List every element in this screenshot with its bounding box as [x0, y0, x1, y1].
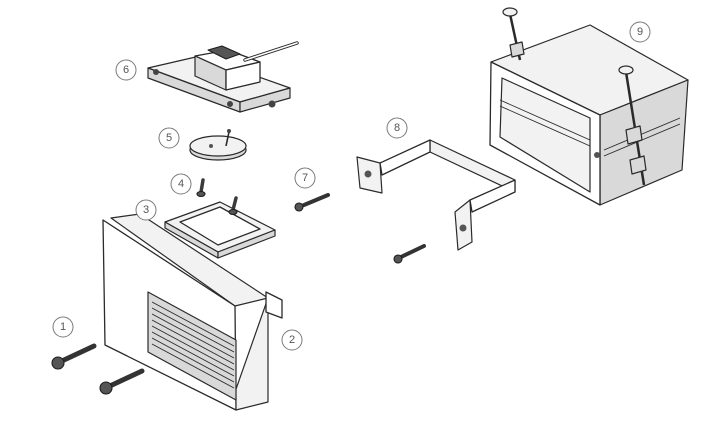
callout-label: 9 [637, 26, 643, 38]
callout-label: 2 [289, 334, 295, 346]
callout-4: 4 [170, 173, 192, 195]
callout-label: 1 [60, 321, 66, 333]
callout-9: 9 [629, 21, 651, 43]
faceplate [102, 213, 283, 411]
callout-3: 3 [135, 199, 157, 221]
screw-bracket [393, 244, 426, 264]
callout-6: 6 [115, 59, 137, 81]
callout-label: 4 [178, 178, 184, 190]
mounting-bracket [356, 139, 516, 251]
screw-1-lower [99, 368, 145, 395]
screw-7 [294, 193, 330, 212]
callout-5: 5 [158, 127, 180, 149]
callout-label: 5 [166, 132, 172, 144]
callout-label: 7 [302, 172, 308, 184]
callout-7: 7 [294, 167, 316, 189]
callout-1: 1 [52, 316, 74, 338]
driver-module [147, 41, 299, 113]
callout-8: 8 [386, 117, 408, 139]
callout-label: 3 [143, 204, 149, 216]
callout-label: 8 [394, 122, 400, 134]
mounting-disc [189, 129, 247, 161]
small-screw-left [196, 178, 206, 198]
callout-label: 6 [123, 64, 129, 76]
small-screw-right [228, 196, 238, 216]
callout-2: 2 [281, 329, 303, 351]
gasket-frame [164, 201, 276, 259]
screw-1-upper [51, 343, 97, 370]
junction-box [489, 7, 689, 206]
